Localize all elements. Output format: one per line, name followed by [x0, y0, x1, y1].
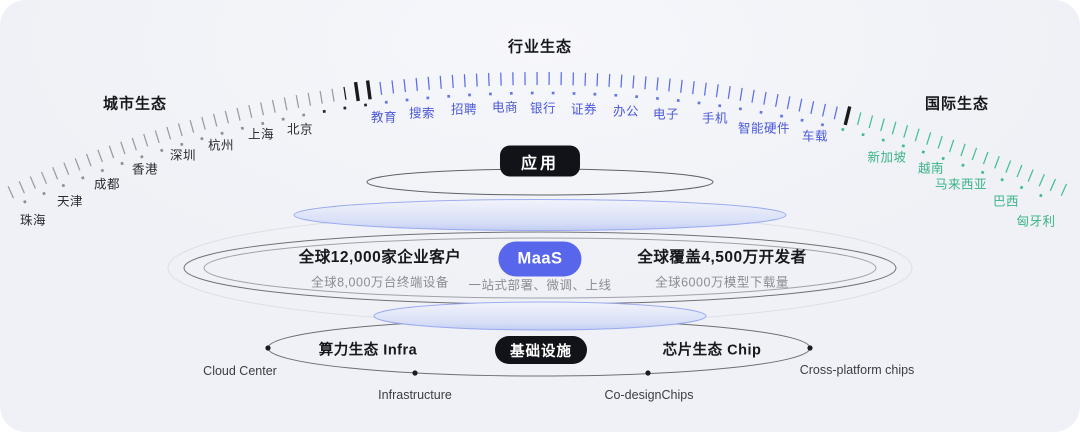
- international-label: 越南: [917, 161, 945, 176]
- node-label: Co-designChips: [604, 388, 694, 402]
- international-label: 马来西亚: [934, 177, 988, 192]
- international-label: 匈牙利: [1016, 214, 1056, 229]
- node-dot: [265, 345, 271, 351]
- international-ecosystem-heading: 国际生态: [924, 95, 990, 113]
- arc-square-dots: [23, 91, 1043, 204]
- industry-label: 办公: [612, 104, 640, 119]
- city-label: 香港: [131, 162, 159, 177]
- developers-stat: 全球覆盖4,500万开发者: [637, 249, 807, 266]
- infrastructure-layer-pill: 基础设施: [495, 336, 587, 364]
- industry-label: 车载: [801, 129, 829, 144]
- international-label: 巴西: [992, 194, 1020, 209]
- chip-ecosystem-label: 芯片生态 Chip: [662, 342, 762, 359]
- node-dot: [412, 370, 418, 376]
- upper-blue-band: [293, 199, 787, 231]
- industry-label: 电商: [491, 100, 519, 115]
- application-layer-pill: 应用: [499, 145, 581, 177]
- industry-label: 证券: [570, 102, 598, 117]
- arc-tick-marks: [7, 72, 1068, 199]
- infrastructure-node-dots: [265, 345, 813, 376]
- model-downloads-stat: 全球6000万模型下载量: [655, 275, 789, 290]
- city-label: 珠海: [19, 213, 47, 228]
- industry-ecosystem-heading: 行业生态: [507, 38, 573, 56]
- maas-caption: 一站式部署、微调、上线: [468, 278, 612, 293]
- international-label: 新加坡: [867, 150, 907, 165]
- city-label: 杭州: [207, 138, 235, 153]
- terminal-devices-stat: 全球8,000万台终端设备: [311, 275, 449, 290]
- lower-blue-band: [373, 301, 707, 331]
- industry-label: 手机: [701, 111, 729, 126]
- compute-ecosystem-label: 算力生态 Infra: [318, 342, 418, 359]
- industry-label: 智能硬件: [737, 121, 791, 136]
- enterprise-customers-stat: 全球12,000家企业客户: [298, 249, 462, 266]
- maas-inner-ellipse: [203, 237, 877, 299]
- city-label: 天津: [56, 194, 84, 209]
- node-label: Infrastructure: [378, 388, 452, 402]
- node-dot: [807, 345, 813, 351]
- city-ecosystem-heading: 城市生态: [102, 95, 168, 113]
- city-label: 北京: [286, 122, 314, 137]
- city-label: 深圳: [169, 148, 197, 163]
- industry-label: 搜索: [408, 106, 436, 121]
- industry-label: 教育: [370, 110, 398, 125]
- industry-label: 招聘: [450, 102, 478, 117]
- city-label: 上海: [247, 127, 275, 142]
- node-dot: [645, 370, 651, 376]
- node-label: Cross-platform chips: [799, 363, 915, 377]
- industry-label: 电子: [652, 107, 680, 122]
- node-label: Cloud Center: [203, 364, 277, 378]
- industry-label: 银行: [529, 101, 557, 116]
- city-label: 成都: [93, 177, 121, 192]
- maas-layer-pill: MaaS: [498, 241, 582, 277]
